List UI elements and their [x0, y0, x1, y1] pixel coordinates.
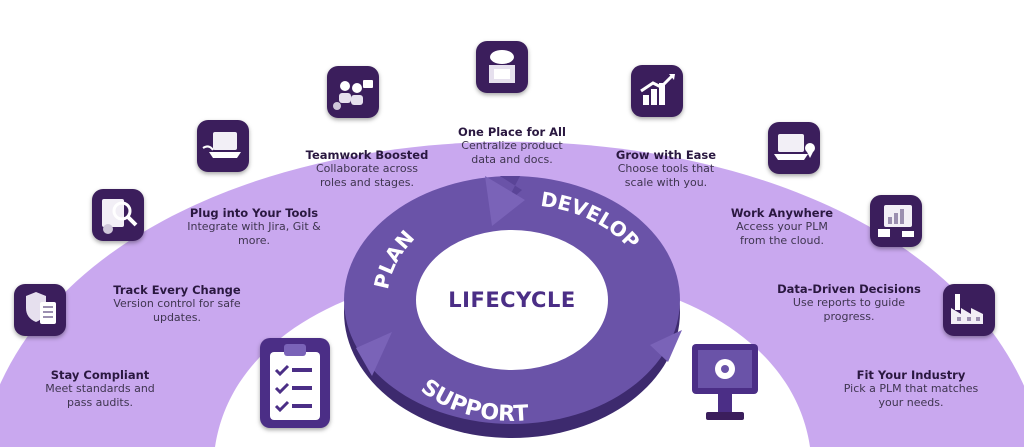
feature-data-driven-decisions: Data-Driven Decisions Use reports to gui…	[770, 282, 928, 324]
feature-title: Track Every Change	[113, 283, 241, 297]
laptop-location-icon	[768, 122, 820, 174]
feature-desc-line: Use reports to guide	[792, 296, 906, 309]
cloud-box-icon	[476, 41, 528, 93]
feature-desc-line: your needs.	[878, 396, 944, 409]
laptop-plug-icon	[197, 120, 249, 172]
feature-desc-line: Access your PLM	[736, 220, 828, 233]
feature-teamwork-boosted: Teamwork Boosted Collaborate across role…	[297, 148, 437, 190]
clipboard-checklist-icon	[260, 338, 330, 428]
feature-plug-into-tools: Plug into Your Tools Integrate with Jira…	[173, 206, 335, 248]
feature-desc-line: from the cloud.	[740, 234, 824, 247]
center-label: LIFECYCLE	[448, 288, 576, 312]
feature-title: Fit Your Industry	[856, 368, 966, 382]
feature-stay-compliant: Stay Compliant Meet standards and pass a…	[30, 368, 170, 410]
feature-desc-line: scale with you.	[624, 176, 708, 189]
feature-title: Plug into Your Tools	[189, 206, 319, 220]
monitor-gear-icon	[688, 340, 762, 426]
shield-checklist-icon	[14, 284, 66, 336]
feature-desc-line: Collaborate across	[315, 162, 419, 175]
feature-fit-your-industry: Fit Your Industry Pick a PLM that matche…	[830, 368, 992, 410]
analytics-dashboard-icon	[870, 195, 922, 247]
feature-desc-line: pass audits.	[67, 396, 133, 409]
feature-title: One Place for All	[458, 125, 566, 139]
feature-title: Stay Compliant	[50, 368, 150, 382]
feature-desc-line: more.	[238, 234, 270, 247]
feature-desc-line: Version control for safe	[113, 297, 241, 310]
team-collaboration-icon	[327, 66, 379, 118]
feature-track-every-change: Track Every Change Version control for s…	[92, 283, 262, 325]
magnifier-document-icon	[92, 189, 144, 241]
feature-desc-line: Integrate with Jira, Git &	[187, 220, 321, 233]
feature-title: Work Anywhere	[730, 206, 834, 220]
feature-title: Teamwork Boosted	[305, 148, 429, 162]
feature-desc-line: Pick a PLM that matches	[843, 382, 979, 395]
feature-desc-line: data and docs.	[471, 153, 553, 166]
feature-work-anywhere: Work Anywhere Access your PLM from the c…	[722, 206, 842, 248]
factory-icon	[943, 284, 995, 336]
feature-desc-line: Centralize product	[461, 139, 563, 152]
feature-desc-line: progress.	[823, 310, 875, 323]
feature-desc-line: roles and stages.	[319, 176, 414, 189]
growth-chart-icon	[631, 65, 683, 117]
feature-title: Data-Driven Decisions	[777, 282, 921, 296]
feature-one-place-for-all: One Place for All Centralize product dat…	[447, 125, 577, 167]
feature-grow-with-ease: Grow with Ease Choose tools that scale w…	[598, 148, 734, 190]
feature-desc-line: Meet standards and	[45, 382, 155, 395]
feature-desc-line: Choose tools that	[617, 162, 715, 175]
feature-title: Grow with Ease	[615, 148, 717, 162]
feature-desc-line: updates.	[153, 311, 201, 324]
